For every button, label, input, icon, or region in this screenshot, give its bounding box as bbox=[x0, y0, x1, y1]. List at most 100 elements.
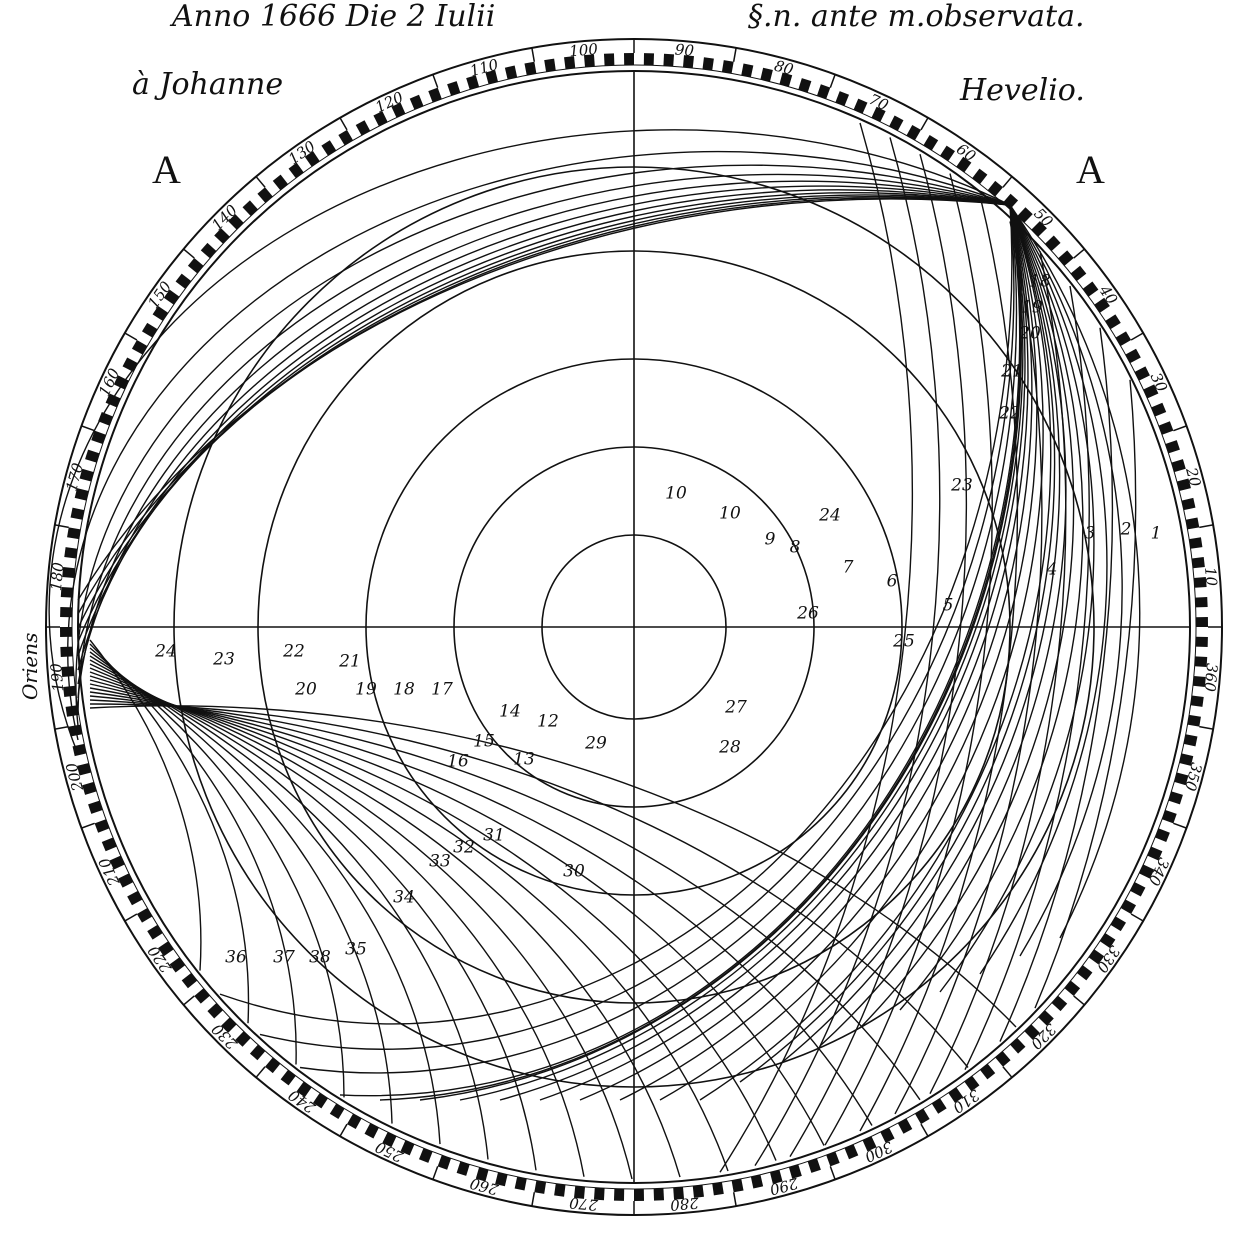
eclipse-arc bbox=[860, 205, 1074, 1028]
major-tick bbox=[125, 333, 137, 340]
scale-tick-block bbox=[835, 91, 849, 106]
scale-tick-block bbox=[60, 647, 72, 657]
scale-tick-block bbox=[923, 135, 938, 150]
scale-label: 180 bbox=[47, 561, 67, 592]
eclipse-arc bbox=[220, 205, 1012, 1024]
scale-tick-block bbox=[663, 54, 674, 67]
arc-number: 27 bbox=[724, 698, 747, 718]
major-tick bbox=[1074, 249, 1085, 258]
major-tick bbox=[1131, 914, 1143, 921]
arc-number: 7 bbox=[843, 558, 854, 578]
scale-tick-block bbox=[356, 120, 370, 135]
arc-number: 29 bbox=[584, 734, 607, 754]
scale-tick-block bbox=[515, 1177, 527, 1191]
scale-tick-block bbox=[102, 838, 117, 852]
arc-number: 15 bbox=[473, 732, 495, 752]
eclipse-arc bbox=[49, 130, 1010, 754]
eclipse-arc bbox=[78, 198, 1010, 614]
major-tick bbox=[734, 1192, 736, 1206]
scale-tick-block bbox=[972, 169, 987, 185]
scale-tick-block bbox=[257, 187, 272, 203]
arc-number: 6 bbox=[887, 572, 898, 592]
scale-label: 60 bbox=[953, 140, 979, 166]
arc-number: 23 bbox=[950, 476, 973, 496]
scale-tick-block bbox=[243, 200, 258, 216]
major-tick bbox=[184, 249, 195, 258]
major-tick bbox=[1199, 727, 1213, 729]
scale-tick-block bbox=[265, 1058, 280, 1074]
major-tick bbox=[256, 1067, 265, 1078]
arc-number: 1 bbox=[1151, 524, 1162, 544]
scale-tick-block bbox=[123, 358, 138, 372]
major-tick bbox=[921, 1124, 928, 1136]
scale-tick-block bbox=[194, 988, 210, 1003]
arc-number: 37 bbox=[273, 948, 295, 968]
scale-tick-block bbox=[132, 340, 147, 355]
eclipse-arc bbox=[620, 205, 1037, 1100]
scale-tick-block bbox=[932, 1098, 947, 1113]
eclipse-arc bbox=[90, 668, 536, 1170]
scale-tick-block bbox=[338, 130, 353, 145]
scale-tick-block bbox=[940, 146, 955, 161]
major-tick bbox=[81, 823, 94, 828]
arc-number: 31 bbox=[483, 826, 505, 846]
scale-tick-block bbox=[1184, 734, 1198, 746]
scale-tick-block bbox=[1195, 597, 1207, 607]
scale-tick-block bbox=[505, 66, 517, 80]
scale-tick-block bbox=[614, 1189, 624, 1201]
major-tick bbox=[340, 118, 347, 130]
scale-label: 260 bbox=[468, 1174, 502, 1199]
scale-label: 150 bbox=[144, 278, 175, 312]
arc-number: 20 bbox=[1018, 324, 1041, 344]
scale-tick-block bbox=[915, 1109, 930, 1124]
scale-tick-block bbox=[188, 258, 204, 273]
arc-number: 24 bbox=[818, 506, 841, 526]
scale-tick-block bbox=[1130, 882, 1145, 896]
scale-tick-block bbox=[1077, 965, 1093, 980]
scale-tick-block bbox=[751, 1175, 763, 1189]
scale-tick-block bbox=[64, 547, 77, 558]
scale-label: 90 bbox=[674, 40, 695, 60]
arc-number: 38 bbox=[309, 948, 331, 968]
arc-number: 28 bbox=[718, 738, 741, 758]
arc-number: 18 bbox=[393, 680, 415, 700]
arc-number: 19 bbox=[1021, 298, 1043, 318]
scale-label: 360 bbox=[1201, 662, 1221, 693]
scale-tick-block bbox=[554, 1184, 565, 1197]
scale-tick-block bbox=[137, 908, 152, 923]
arc-number: 14 bbox=[499, 702, 521, 722]
corner-label-right: A bbox=[1076, 150, 1105, 190]
scale-tick-block bbox=[534, 1180, 546, 1193]
arc-number: 2 bbox=[1120, 520, 1132, 540]
scale-tick-block bbox=[147, 925, 162, 940]
major-tick bbox=[1173, 823, 1186, 828]
scale-label: 10 bbox=[1201, 566, 1221, 587]
scale-tick-block bbox=[722, 60, 734, 73]
major-tick bbox=[55, 727, 69, 729]
scale-tick-block bbox=[1196, 617, 1208, 627]
major-tick bbox=[532, 1192, 534, 1206]
arc-number: 30 bbox=[563, 862, 585, 882]
major-tick bbox=[1173, 426, 1186, 431]
scale-tick-block bbox=[524, 62, 536, 76]
scale-tick-block bbox=[1191, 695, 1204, 706]
major-tick bbox=[433, 74, 438, 87]
major-tick bbox=[55, 525, 69, 527]
arc-number: 23 bbox=[212, 650, 235, 670]
scale-tick-block bbox=[142, 323, 157, 338]
scale-tick-block bbox=[1105, 314, 1120, 329]
eclipse-arc bbox=[720, 123, 912, 1172]
scale-tick-block bbox=[898, 1119, 912, 1134]
scale-tick-block bbox=[854, 99, 868, 114]
scale-tick-block bbox=[182, 973, 198, 988]
header-author-first: à Johanne bbox=[132, 70, 283, 100]
scale-tick-block bbox=[988, 181, 1003, 197]
scale-tick-block bbox=[1111, 916, 1126, 931]
scale-tick-block bbox=[1052, 996, 1068, 1011]
scale-tick-block bbox=[71, 508, 85, 520]
scale-tick-block bbox=[760, 68, 772, 82]
major-tick bbox=[1003, 177, 1012, 188]
scale-tick-block bbox=[644, 53, 654, 65]
arc-number: 33 bbox=[429, 852, 451, 872]
scale-tick-block bbox=[60, 627, 72, 637]
